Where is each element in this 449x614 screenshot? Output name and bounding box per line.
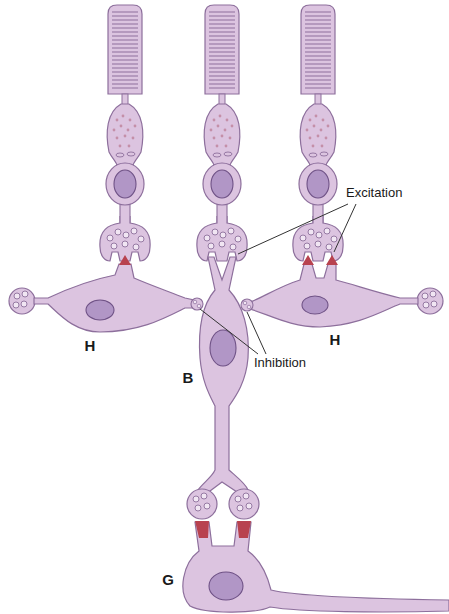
leader-line <box>200 309 258 354</box>
nucleus <box>302 296 328 314</box>
vesicles <box>193 493 252 511</box>
inhibitory-contact <box>191 298 203 310</box>
bipolar-cell <box>187 257 259 519</box>
nucleus <box>210 330 236 366</box>
nucleus <box>86 300 114 320</box>
vesicle <box>243 301 247 305</box>
horizontal-terminal <box>417 288 443 314</box>
horizontal-body <box>250 264 418 327</box>
leader-lines <box>200 204 356 354</box>
vesicles <box>13 291 28 308</box>
leader-line <box>238 204 348 254</box>
horizontal-terminal <box>9 288 35 314</box>
synaptic-contact <box>237 521 251 538</box>
bipolar-terminal <box>187 489 217 519</box>
vesicles <box>422 291 437 308</box>
ganglion-body <box>183 522 449 612</box>
leader-line <box>334 204 356 252</box>
cell-letter: B <box>183 370 194 387</box>
synaptic-contact <box>119 255 131 265</box>
synaptic-contact <box>326 255 338 265</box>
vesicle <box>247 305 251 309</box>
nucleus <box>209 572 243 600</box>
rod-cell <box>100 5 150 261</box>
cell-letter: G <box>162 572 174 589</box>
rod-cell <box>197 5 247 261</box>
horizontal-cell <box>241 255 443 327</box>
bipolar-terminal <box>229 489 259 519</box>
horizontal-cell <box>9 255 203 332</box>
bipolar-body <box>198 257 248 494</box>
cell-letter: H <box>85 338 96 355</box>
leader-line <box>247 312 266 354</box>
horizontal-body <box>34 264 194 332</box>
callout-label: Excitation <box>346 186 402 200</box>
rod-cell <box>293 5 343 261</box>
ganglion-cell <box>183 521 449 612</box>
synaptic-contact <box>302 255 314 265</box>
callout-label: Inhibition <box>254 356 306 370</box>
vesicle <box>197 304 201 308</box>
inhibitory-contact <box>241 299 253 311</box>
vesicle <box>193 300 197 304</box>
synaptic-contact <box>195 521 209 538</box>
cell-letter: H <box>330 332 341 349</box>
